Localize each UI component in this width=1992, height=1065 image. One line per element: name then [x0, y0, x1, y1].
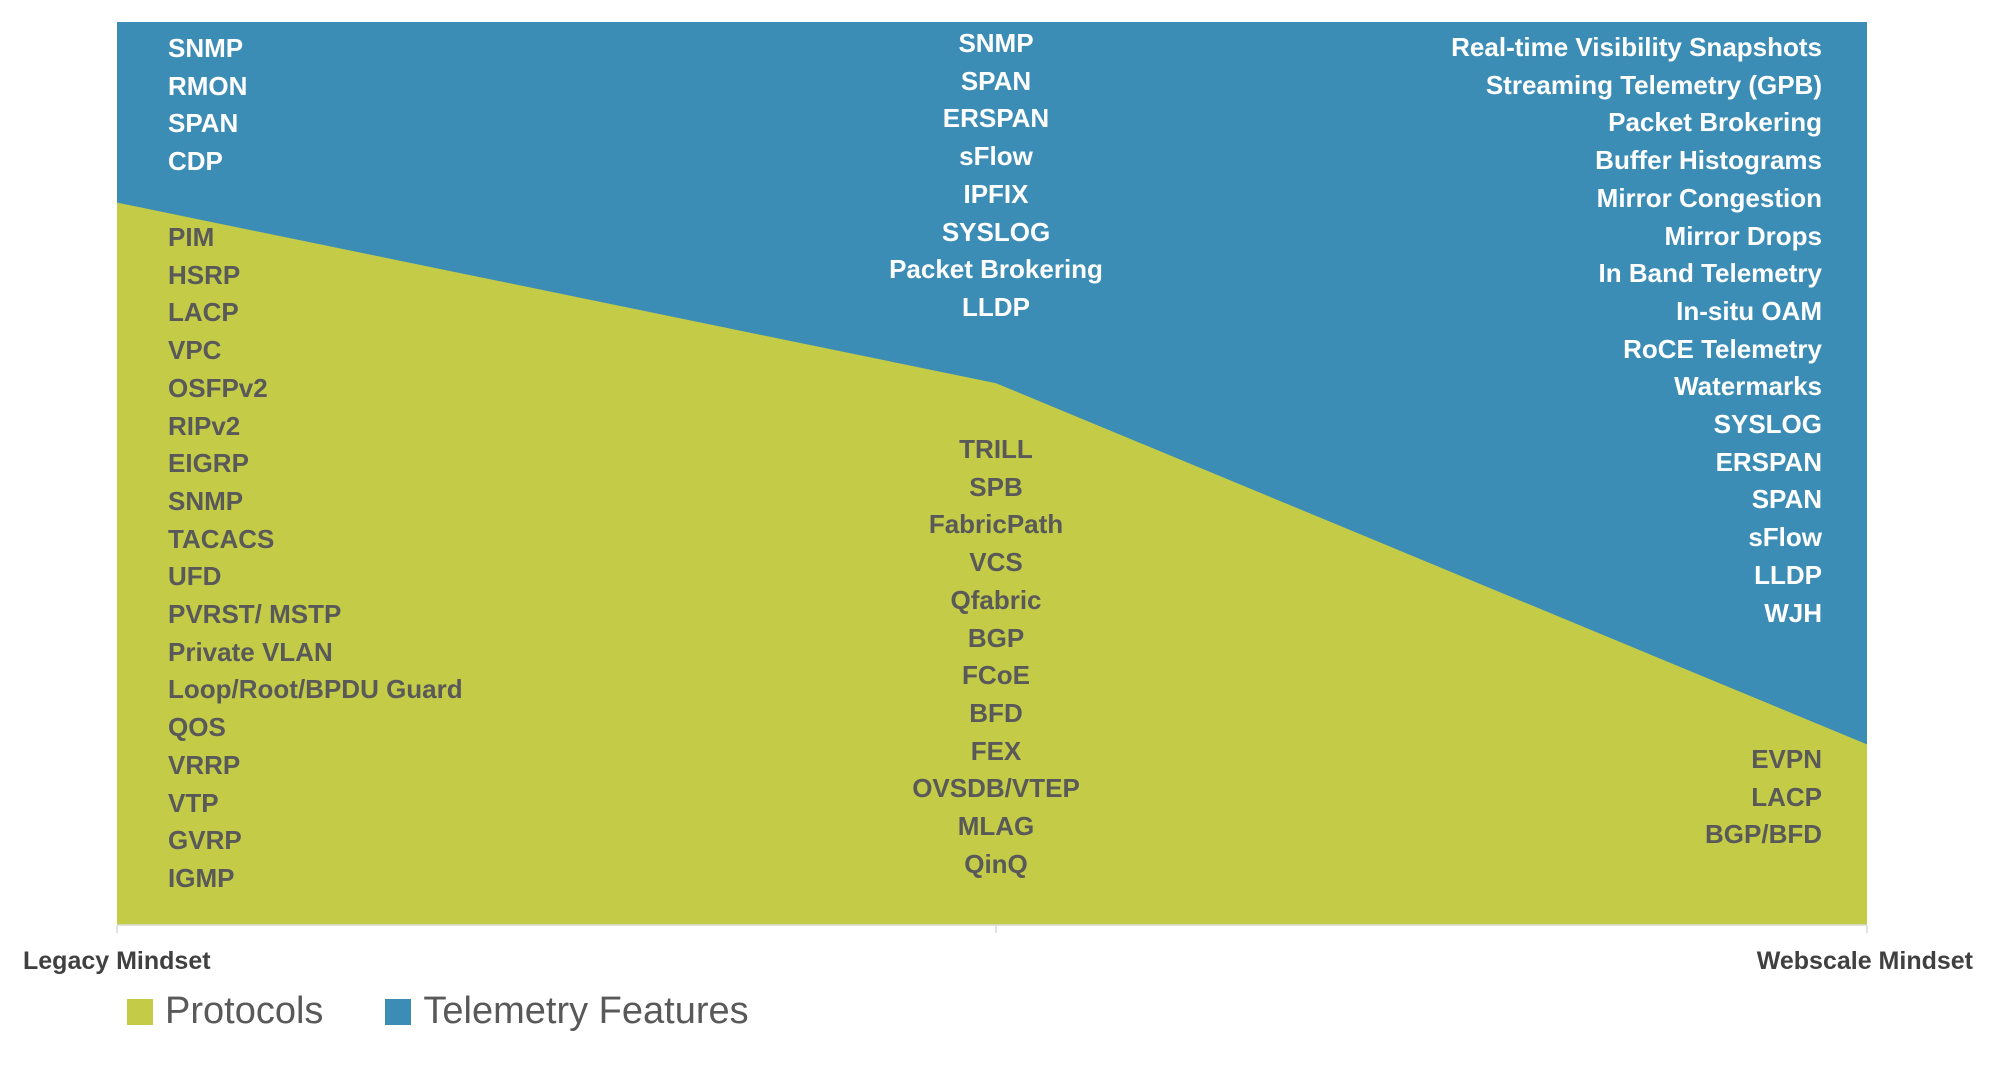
protocol-item: Loop/Root/BPDU Guard: [168, 674, 463, 705]
telemetry-item: LLDP: [962, 291, 1030, 322]
protocol-item: VPC: [168, 335, 222, 366]
protocol-item: HSRP: [168, 259, 241, 290]
telemetry-item: SPAN: [1751, 484, 1822, 515]
protocols-list-stage-3: EVPN LACP BGP/BFD: [1705, 741, 1822, 854]
telemetry-item: Real-time Visibility Snapshots: [1451, 32, 1822, 62]
telemetry-item: sFlow: [959, 141, 1033, 172]
protocol-item: FabricPath: [928, 509, 1064, 540]
x-axis-label-right: Webscale Mindset: [1756, 947, 1973, 975]
protocol-item: FEX: [970, 735, 1022, 766]
telemetry-item: Packet Brokering: [1608, 107, 1822, 138]
protocol-item: TRILL: [959, 434, 1033, 464]
protocol-item: Private VLAN: [168, 636, 333, 667]
protocol-item: PVRST/ MSTP: [168, 599, 342, 630]
protocol-item: VCS: [969, 547, 1023, 578]
telemetry-item: In-situ OAM: [1676, 295, 1822, 326]
telemetry-item: In Band Telemetry: [1598, 258, 1822, 289]
legend-swatch-protocols: [127, 998, 153, 1025]
telemetry-item: Mirror Drops: [1664, 220, 1822, 251]
protocol-item: QOS: [168, 712, 226, 743]
protocol-item: PIM: [168, 222, 215, 252]
legend-label-telemetry: Telemetry Features: [423, 990, 749, 1032]
telemetry-item: Mirror Congestion: [1596, 182, 1822, 213]
telemetry-item: SPAN: [168, 108, 239, 139]
protocol-item: BFD: [969, 697, 1023, 728]
legend-item-protocols: Protocols: [127, 990, 323, 1033]
protocol-item: MLAG: [957, 811, 1035, 842]
telemetry-list-stage-1: SNMP RMON SPAN CDP: [168, 30, 247, 181]
protocol-item: TACACS: [168, 523, 275, 554]
telemetry-item: ERSPAN: [1715, 446, 1822, 477]
telemetry-item: LLDP: [1754, 559, 1822, 590]
protocol-item: QinQ: [964, 848, 1028, 879]
telemetry-item: Streaming Telemetry (GPB): [1485, 69, 1822, 100]
protocol-item: EVPN: [1751, 744, 1822, 774]
telemetry-item: RoCE Telemetry: [1623, 333, 1822, 364]
x-axis-label-left: Legacy Mindset: [23, 947, 211, 975]
protocol-item: UFD: [168, 561, 222, 592]
protocol-item: SPB: [969, 471, 1023, 502]
telemetry-item: Watermarks: [1674, 371, 1822, 402]
legend-swatch-telemetry: [385, 998, 412, 1025]
telemetry-item: RMON: [168, 70, 248, 101]
protocol-item: GVRP: [168, 825, 242, 856]
protocol-item: OVSDB/VTEP: [912, 773, 1080, 804]
protocol-item: VTP: [168, 787, 219, 818]
telemetry-item: SNMP: [958, 28, 1034, 58]
protocol-item: SNMP: [168, 485, 244, 516]
telemetry-item: ERSPAN: [942, 103, 1050, 134]
telemetry-item: WJH: [1764, 597, 1822, 628]
legend-label-protocols: Protocols: [165, 990, 324, 1032]
protocol-item: BGP/BFD: [1705, 819, 1822, 850]
protocol-item: LACP: [1751, 781, 1822, 812]
telemetry-item: SNMP: [168, 33, 244, 63]
protocol-item: IGMP: [168, 862, 235, 893]
telemetry-item: sFlow: [1748, 522, 1822, 553]
protocol-item: EIGRP: [168, 448, 249, 479]
telemetry-item: Packet Brokering: [889, 254, 1103, 285]
protocol-item: FCoE: [962, 660, 1030, 691]
legend: Protocols Telemetry Features: [127, 990, 811, 1033]
legend-item-telemetry: Telemetry Features: [385, 990, 749, 1033]
protocol-item: OSFPv2: [168, 372, 268, 403]
telemetry-item: SPAN: [960, 65, 1032, 96]
protocols-area: [117, 202, 1867, 926]
telemetry-item: SYSLOG: [1713, 409, 1822, 440]
telemetry-item: CDP: [168, 146, 223, 177]
telemetry-item: IPFIX: [963, 178, 1029, 209]
protocol-item: Qfabric: [950, 584, 1042, 615]
protocol-item: VRRP: [168, 749, 241, 780]
telemetry-item: Buffer Histograms: [1595, 145, 1822, 176]
protocol-item: BGP: [967, 622, 1025, 653]
telemetry-item: SYSLOG: [941, 216, 1051, 247]
protocol-item: RIPv2: [168, 410, 241, 441]
protocol-item: LACP: [168, 297, 239, 328]
